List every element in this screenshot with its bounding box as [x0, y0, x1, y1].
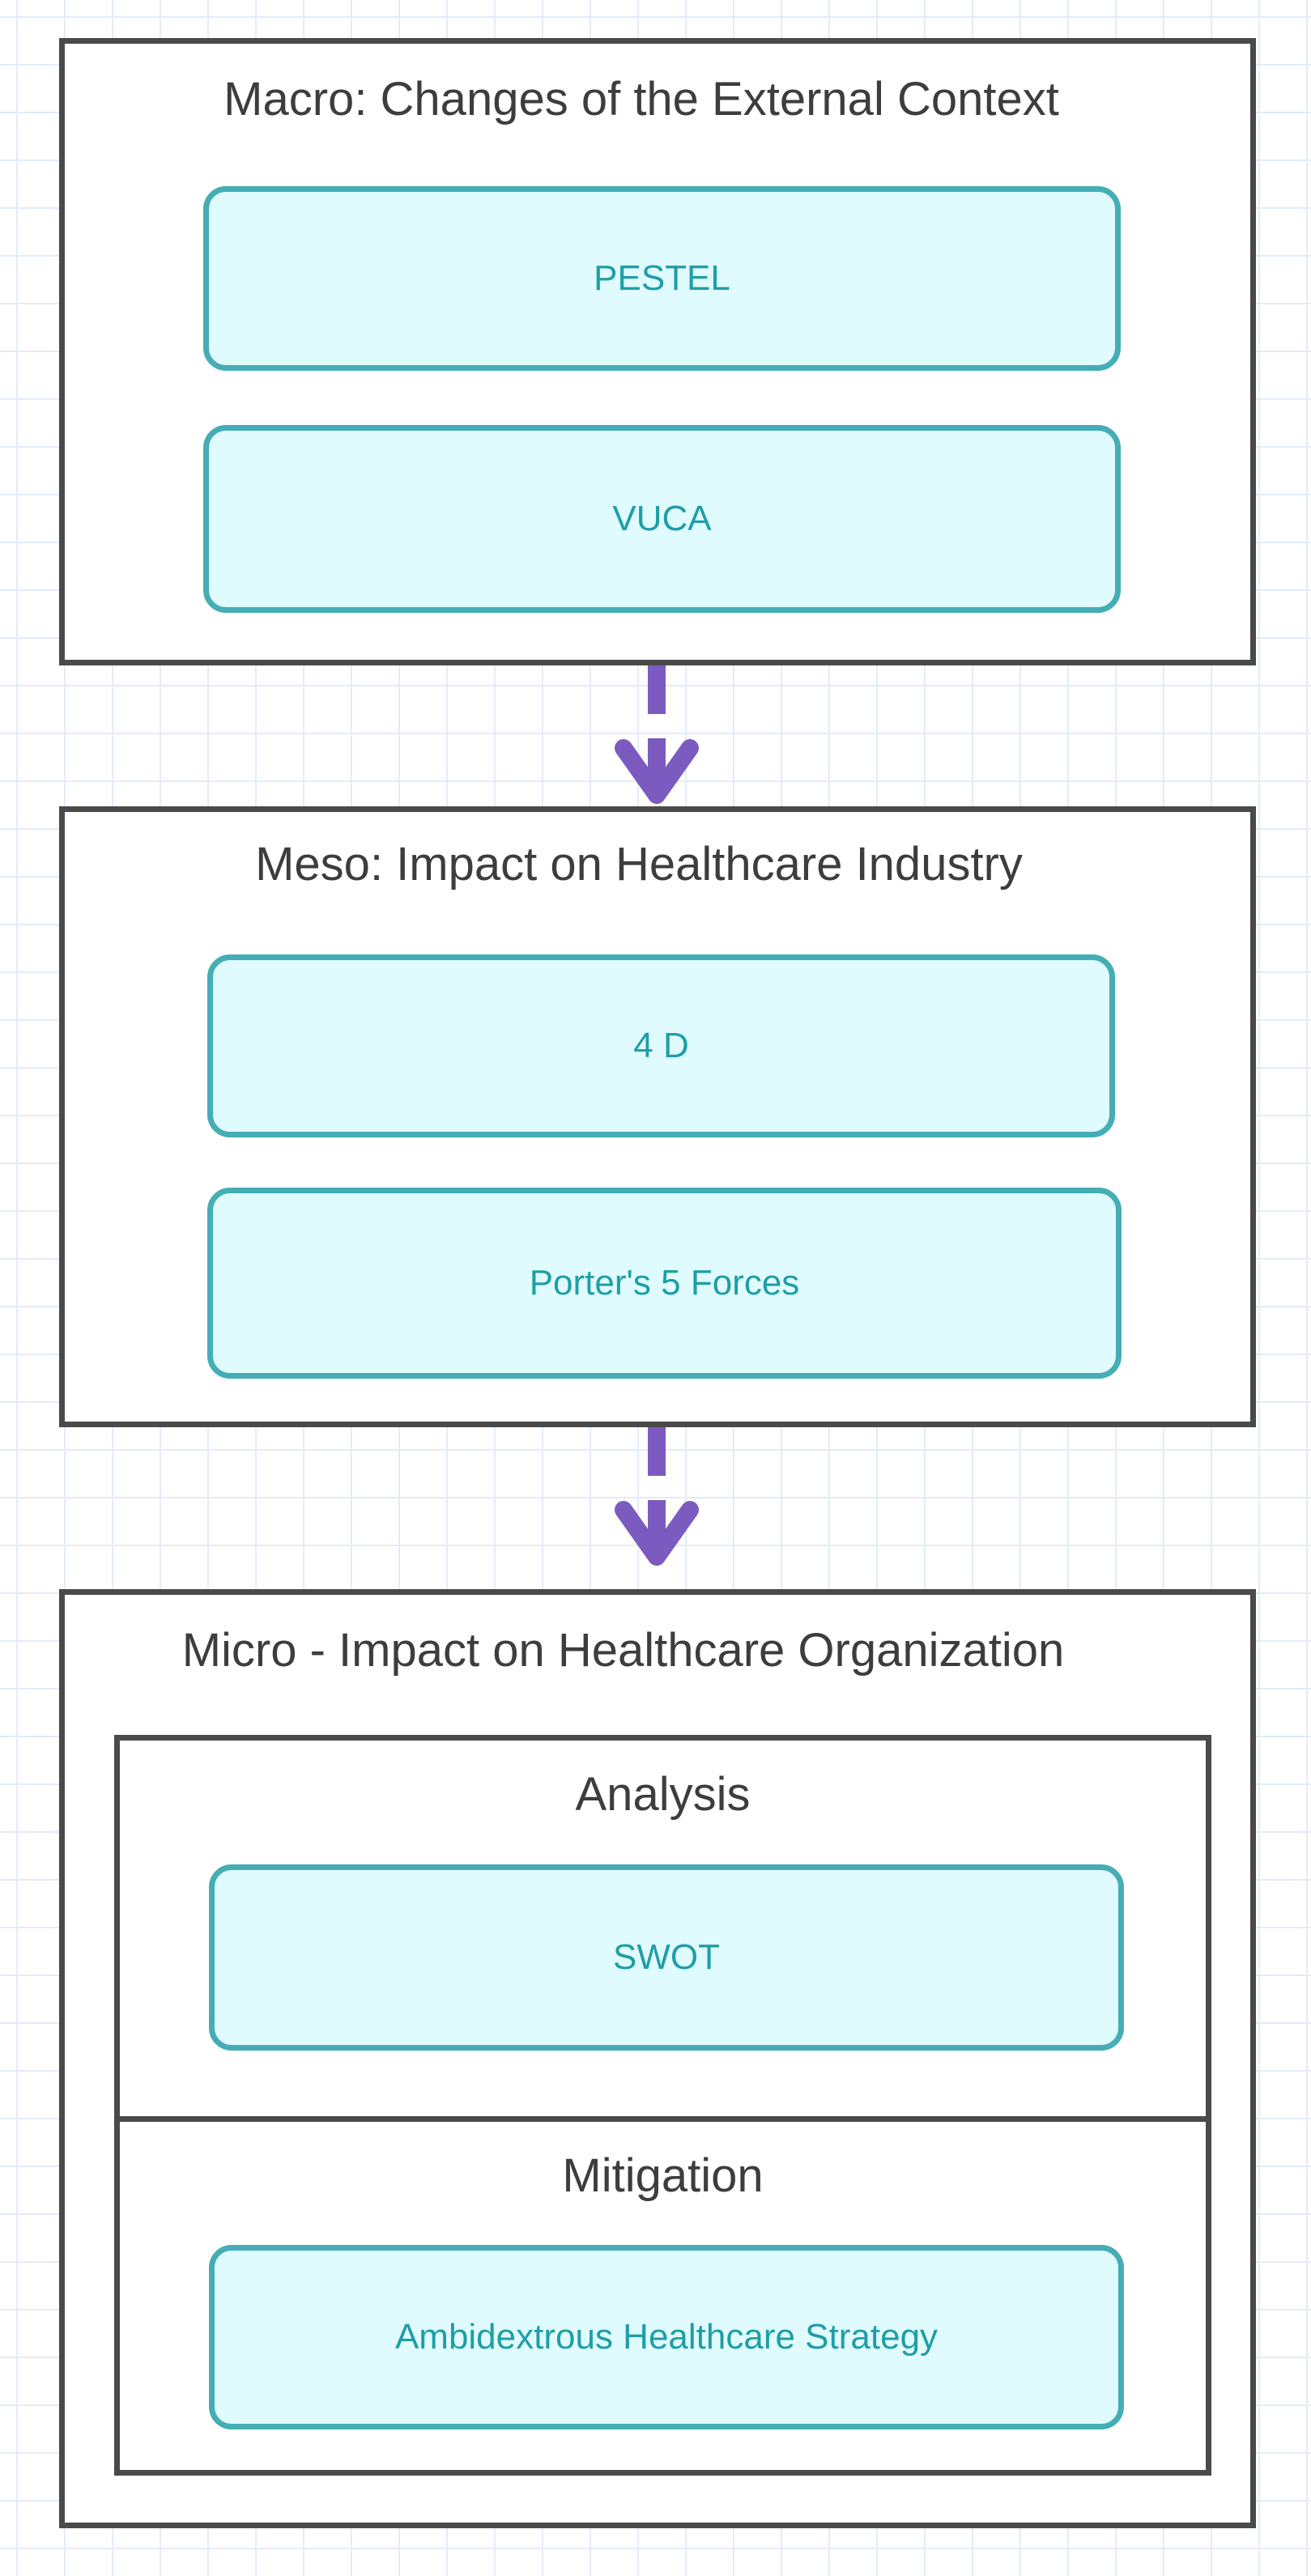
porters-5-forces-node[interactable]: Porter's 5 Forces: [207, 1188, 1122, 1379]
macro-to-meso-arrow: [615, 665, 699, 804]
analysis-title: Analysis: [575, 1768, 751, 1821]
meso-title: Meso: Impact on Healthcare Industry: [255, 838, 1023, 891]
pestel-node[interactable]: PESTEL: [203, 186, 1121, 371]
micro-title: Micro - Impact on Healthcare Organizatio…: [181, 1624, 1065, 1677]
vuca-node[interactable]: VUCA: [203, 425, 1121, 613]
mitigation-title: Mitigation: [562, 2149, 764, 2202]
macro-title: Macro: Changes of the External Context: [223, 73, 1059, 125]
meso-container: Meso: Impact on Healthcare Industry 4 D …: [59, 806, 1256, 1427]
analysis-container: Analysis SWOT: [114, 1735, 1211, 2122]
mitigation-container: Mitigation Ambidextrous Healthcare Strat…: [114, 2116, 1211, 2476]
macro-container: Macro: Changes of the External Context P…: [59, 38, 1256, 665]
ambidextrous-strategy-node[interactable]: Ambidextrous Healthcare Strategy: [209, 2245, 1124, 2429]
4d-node[interactable]: 4 D: [207, 954, 1115, 1137]
swot-node[interactable]: SWOT: [209, 1864, 1124, 2051]
micro-container: Micro - Impact on Healthcare Organizatio…: [59, 1589, 1256, 2528]
meso-to-micro-arrow: [615, 1427, 699, 1566]
